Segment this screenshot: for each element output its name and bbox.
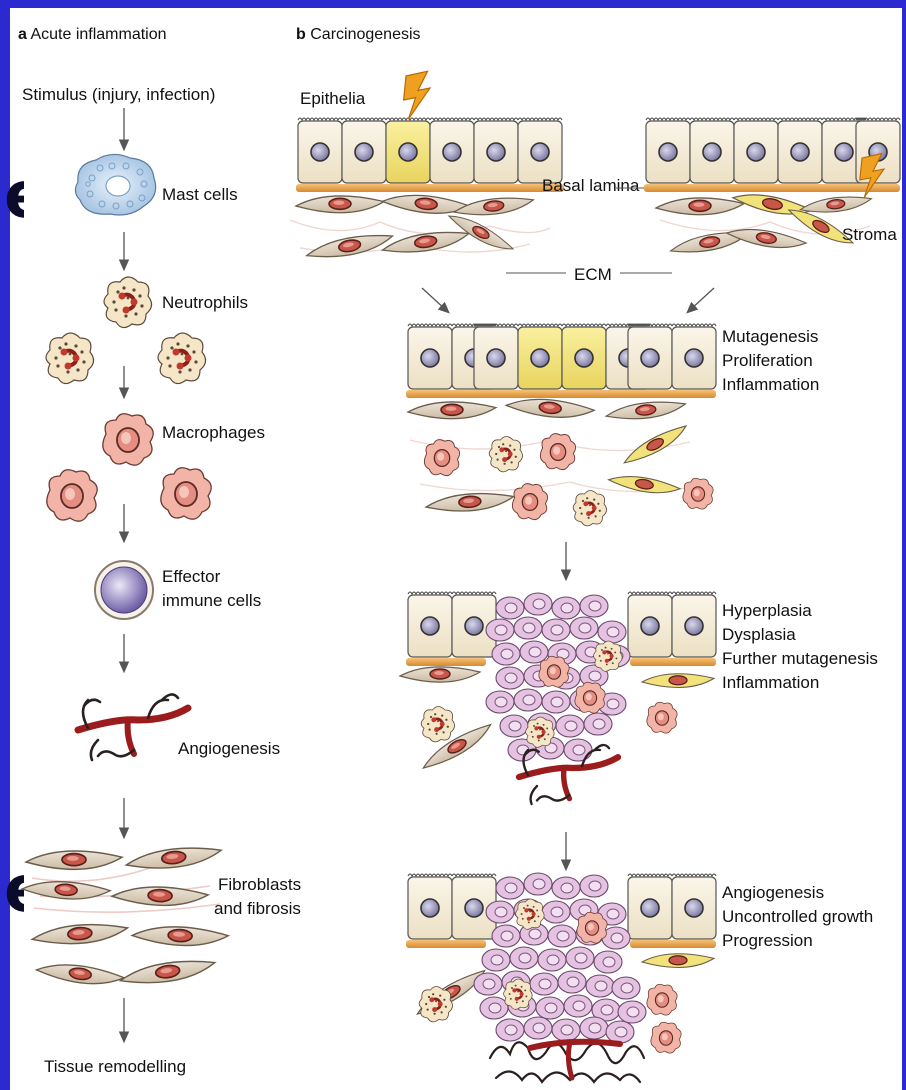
tissue-stage-3	[406, 873, 716, 1082]
macrophage-cell	[161, 468, 211, 519]
tissue-remodelling-label: Tissue remodelling	[44, 1057, 186, 1076]
angiogenesis-label: Angiogenesis	[178, 739, 280, 758]
effector-label-line2: immune cells	[162, 591, 261, 610]
neutrophil-cell	[46, 333, 94, 384]
ecm-label: ECM	[574, 265, 612, 284]
basal-lamina-label: Basal lamina	[542, 176, 640, 195]
stage2-label-1: Hyperplasia	[722, 601, 812, 620]
stage2-label-4: Inflammation	[722, 673, 819, 692]
neutrophil-cell	[104, 277, 152, 328]
stage1-label-1: Mutagenesis	[722, 327, 818, 346]
macrophages-label: Macrophages	[162, 423, 265, 442]
fibroblast-cluster	[22, 844, 229, 989]
diagram-canvas: a Acute inflammation Stimulus (injury, i…	[10, 8, 902, 1090]
panel-a-title: a Acute inflammation	[18, 26, 167, 43]
arrow	[422, 288, 446, 310]
mast-cell	[75, 154, 155, 215]
macrophage-cell	[47, 470, 97, 521]
stage3-label-1: Angiogenesis	[722, 883, 824, 902]
epithelia-label: Epithelia	[300, 89, 366, 108]
blood-vessel	[78, 694, 188, 760]
fibroblasts-label-line1: Fibroblasts	[218, 875, 301, 894]
stage2-label-3: Further mutagenesis	[722, 649, 878, 668]
neutrophils-label: Neutrophils	[162, 293, 248, 312]
neutrophil-cell	[158, 333, 206, 384]
stage3-label-3: Progression	[722, 931, 813, 950]
stage3-label-2: Uncontrolled growth	[722, 907, 873, 926]
stage1-label-2: Proliferation	[722, 351, 813, 370]
tissue-stage-1	[406, 324, 716, 526]
stage2-label-2: Dysplasia	[722, 625, 796, 644]
stroma-label: Stroma	[842, 225, 897, 244]
stage1-label-3: Inflammation	[722, 375, 819, 394]
figure-panel: e e	[10, 8, 902, 1090]
tumour-mass	[474, 873, 646, 1043]
fibroblasts-label-line2: and fibrosis	[214, 899, 301, 918]
tissue-stage-2	[400, 592, 716, 804]
mast-cells-label: Mast cells	[162, 185, 238, 204]
panel-b-title: b Carcinogenesis	[296, 26, 421, 43]
effector-immune-cell	[95, 561, 153, 619]
macrophage-cell	[103, 414, 153, 465]
lightning-bolt-icon	[404, 71, 430, 119]
stimulus-label: Stimulus (injury, infection)	[22, 85, 215, 104]
epithelium-top-left	[290, 118, 564, 262]
arrow	[690, 288, 714, 310]
effector-label-line1: Effector	[162, 567, 221, 586]
